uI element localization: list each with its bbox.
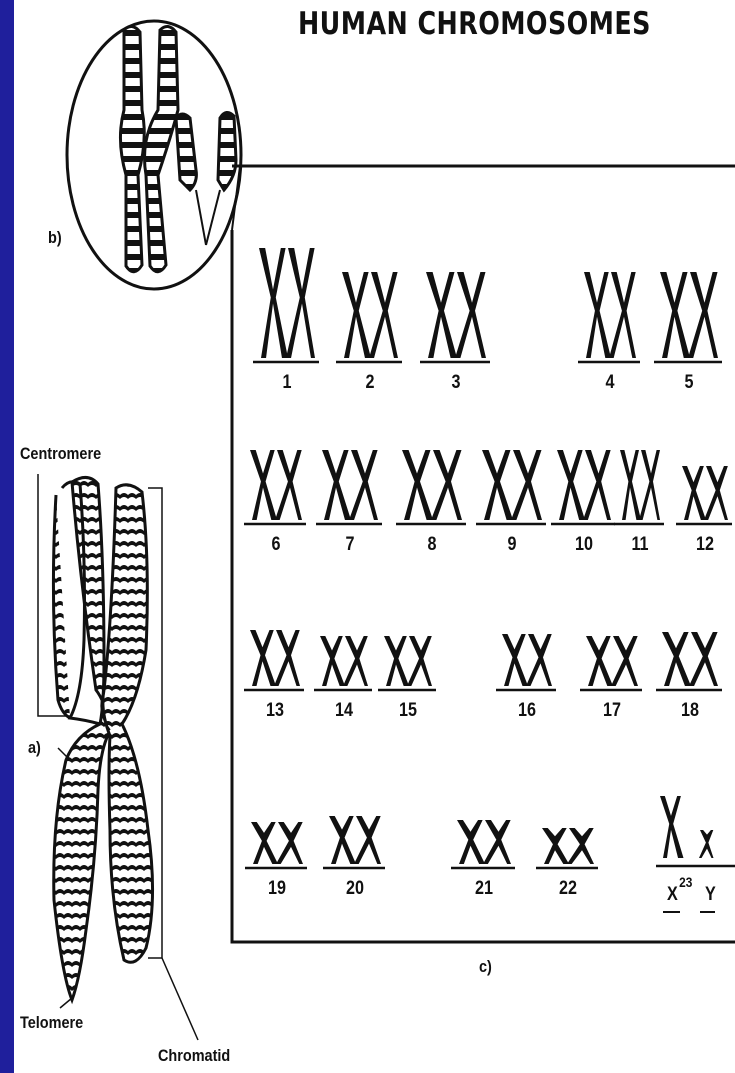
karyotype-frame [232,230,735,942]
label-c: c) [479,957,492,977]
sex-chromosomes [656,796,735,866]
label-b: b) [48,228,62,248]
chromosome-pair-21 [451,820,515,868]
chromosome-pair-8 [396,450,466,524]
chromosome-pair-7 [316,450,382,524]
pair-number-12: 12 [688,534,722,556]
chromosome-pair-6 [244,450,306,524]
chromosome-pair-18 [656,632,722,690]
chromosome-pair-3 [420,272,490,362]
chromosome-pair-11 [614,450,664,524]
chromosome-pair-9 [476,450,546,524]
pair-number-3: 3 [439,372,473,394]
label-a: a) [28,738,41,758]
chromosome-pair-5 [654,272,722,362]
pair-number-8: 8 [415,534,449,556]
telomere-label: Telomere [20,1013,83,1033]
pair-number-6: 6 [259,534,293,556]
sex-pair-number: 23 [679,874,692,890]
chromosome-pair-12 [676,466,732,524]
chromatid-pointer [162,958,198,1040]
centromere-label: Centromere [20,444,101,464]
pair-number-16: 16 [510,700,544,722]
pair-number-7: 7 [333,534,367,556]
pair-number-18: 18 [673,700,707,722]
pair-number-4: 4 [593,372,627,394]
chromosome-pair-13 [244,630,304,690]
pair-number-13: 13 [258,700,292,722]
chromosome-pair-22 [536,828,598,868]
pair-number-5: 5 [672,372,706,394]
chromosome-pair-4 [578,272,640,362]
sex-y-label: Y [705,884,716,906]
pair-number-10: 10 [567,534,601,556]
pair-number-22: 22 [551,878,585,900]
chromosome-pair-19 [245,822,307,868]
telomere-pointer [60,998,72,1008]
pair-number-15: 15 [391,700,425,722]
sex-x-label: X [667,884,678,906]
chromosome-pair-2 [336,272,402,362]
pair-number-17: 17 [595,700,629,722]
pair-number-11: 11 [623,534,657,556]
chromosome-pair-10 [551,450,615,524]
pair-number-2: 2 [353,372,387,394]
chromosome-pair-14 [314,636,372,690]
karyotype-grid [244,248,735,912]
chromosome-pair-20 [323,816,385,868]
chromosome-pair-16 [496,634,556,690]
chromosome-pair-17 [580,636,642,690]
chromatid-label: Chromatid [158,1046,230,1066]
pair-number-19: 19 [260,878,294,900]
pair-number-14: 14 [327,700,361,722]
chromosome-pair-15 [378,636,436,690]
chromosome-pair-1 [253,248,319,362]
pair-number-20: 20 [338,878,372,900]
pair-number-1: 1 [270,372,304,394]
pair-number-21: 21 [467,878,501,900]
magnified-chromosome-circle [67,21,241,289]
pair-number-9: 9 [495,534,529,556]
large-chromosome [53,477,152,1000]
